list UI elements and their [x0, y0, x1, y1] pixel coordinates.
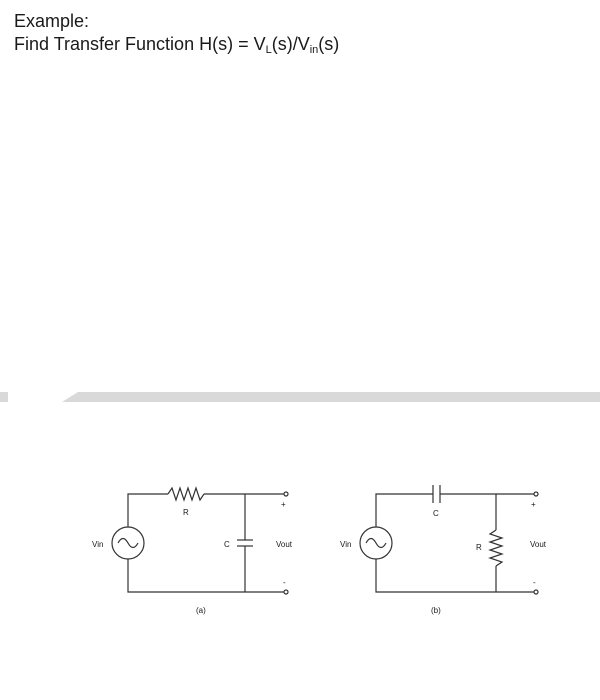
terminal-b-plus — [533, 491, 539, 497]
example-heading: Example: Find Transfer Function H(s) = V… — [14, 10, 339, 62]
circuit-diagrams: Vin R C Vout + - (a) Vin C R Vout + - (b… — [92, 485, 547, 615]
plus-a-label: + — [281, 500, 286, 509]
terminal-a-minus — [283, 589, 289, 595]
ac-source-a-wave — [117, 537, 139, 549]
statement-prefix: Find Transfer Function H(s) = V — [14, 34, 266, 54]
circuit-b — [359, 485, 539, 595]
terminal-a-plus — [283, 491, 289, 497]
plus-b-label: + — [531, 500, 536, 509]
resistor-b — [488, 529, 504, 567]
capacitor-a-label: C — [224, 540, 230, 549]
minus-b-label: - — [533, 578, 536, 587]
transfer-function-statement: Find Transfer Function H(s) = VL(s)/Vin(… — [14, 33, 339, 62]
subscript-in: in — [309, 44, 319, 56]
resistor-a — [167, 486, 205, 502]
divider-left-stub — [0, 392, 8, 402]
terminal-b-minus — [533, 589, 539, 595]
source-b-label: Vin — [340, 540, 351, 549]
output-a-label: Vout — [276, 540, 293, 549]
statement-suffix: (s) — [318, 34, 340, 54]
ac-source-b-wave — [365, 537, 387, 549]
example-title: Example: — [14, 11, 90, 31]
output-b-label: Vout — [530, 540, 547, 549]
caption-b: (b) — [431, 606, 441, 615]
wire-b-top — [440, 493, 497, 530]
caption-a: (a) — [196, 606, 206, 615]
capacitor-b-label: C — [433, 509, 439, 518]
circuit-a — [111, 486, 289, 595]
resistor-a-label: R — [183, 508, 189, 517]
subscript-l: L — [265, 44, 272, 56]
slide-divider — [0, 392, 600, 402]
wire-a-left-top — [127, 493, 168, 527]
divider-bar — [62, 392, 600, 402]
source-a-label: Vin — [92, 540, 103, 549]
resistor-b-label: R — [476, 543, 482, 552]
statement-mid: (s)/V — [271, 34, 310, 54]
wire-a-bottom — [127, 559, 284, 593]
wire-b-bottom — [375, 559, 534, 593]
minus-a-label: - — [283, 578, 286, 587]
wire-b-left-top — [375, 493, 433, 527]
